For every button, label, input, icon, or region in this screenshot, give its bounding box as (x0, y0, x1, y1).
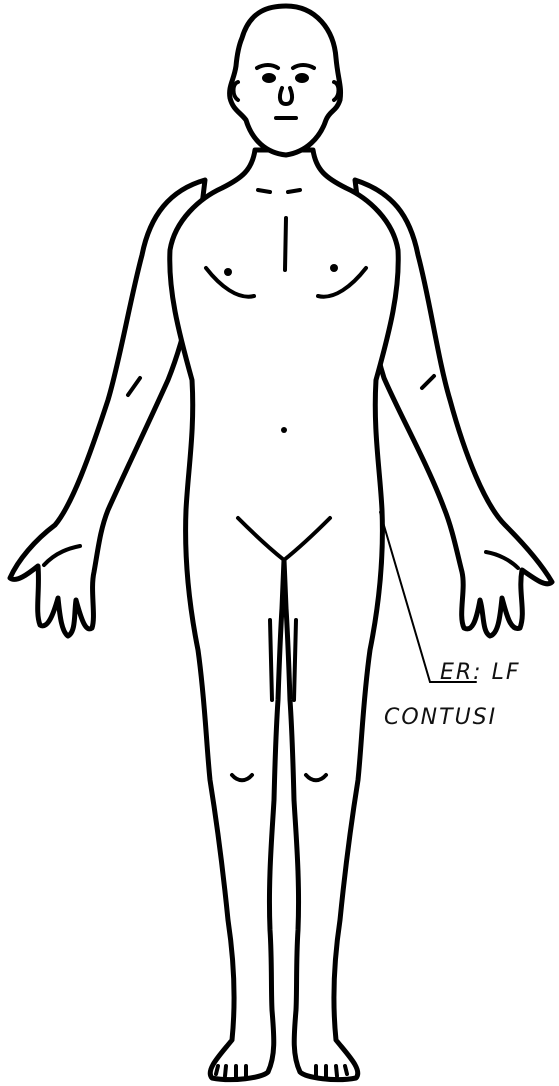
right-eye (295, 73, 309, 83)
annotation-line-2: CONTUSI (384, 705, 497, 730)
right-inner-leg-line (294, 620, 296, 700)
right-clavicle (288, 190, 300, 192)
torso-and-legs-outline (170, 150, 399, 1080)
sternum-line (285, 218, 286, 270)
navel (281, 427, 287, 433)
left-clavicle (258, 190, 270, 192)
annotation-line-1: ER: LF (440, 660, 521, 685)
right-nipple (330, 264, 338, 272)
head-outline (230, 6, 341, 155)
left-eye (262, 73, 276, 83)
left-inner-leg-line (270, 620, 272, 700)
left-nipple (224, 268, 232, 276)
